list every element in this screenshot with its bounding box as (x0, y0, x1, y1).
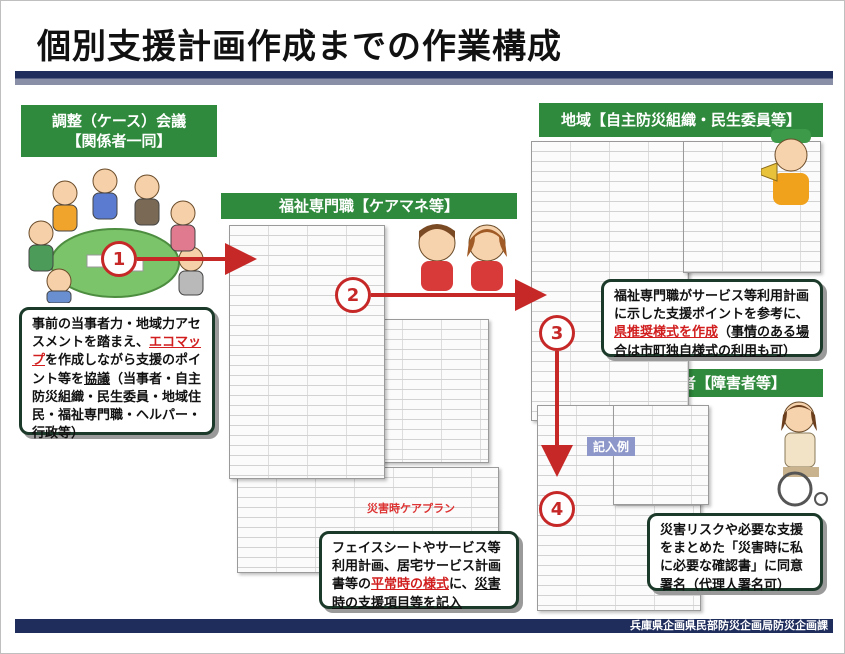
meeting-callout-text: 事前の当事者力・地域力アセスメントを踏まえ、 (32, 317, 201, 351)
meeting-illustration (28, 168, 204, 303)
welfare-callout-text: フェイスシートやサービス等利用計画、居宅サービス計画書等の (332, 541, 502, 593)
region-header: 地域【自主防災組織・民生委員等】 (539, 103, 823, 137)
meeting-header-line2: 【関係者一同】 (66, 132, 172, 150)
region-callout: 福祉専門職がサービス等利用計画に示した支援ポイントを参考に、県推奨様式を作成（事… (601, 279, 823, 359)
step-1-circle: 1 (101, 241, 137, 277)
footer: 兵庫県企画県民部防災企画局防災企画課 (1, 619, 845, 654)
meeting-callout-text-3: （当事者・自主防災組織・民生委員・地域住民・福祉専門職・ヘルパー・行政等） (32, 371, 202, 442)
welfare-header: 福祉専門職【ケアマネ等】 (221, 193, 517, 219)
region-callout-paren-open: （ (718, 325, 732, 341)
wheelchair-user-illustration (777, 401, 828, 507)
disaster-items-underline: 災害時の支援項目等を記入 (332, 577, 501, 611)
care-staff-illustration (418, 224, 507, 291)
prefecture-form-highlight: 県推奨様式を作成 (614, 325, 719, 341)
face-sheet-document (229, 225, 385, 479)
meeting-header: 調整（ケース）会議 【関係者一同】 (21, 105, 217, 157)
welfare-callout: フェイスシートやサービス等利用計画、居宅サービス計画書等の平常時の様式に、災害時… (319, 531, 519, 611)
meeting-callout: 事前の当事者力・地域力アセスメントを踏まえ、エコマップを作成しながら支援のポイン… (19, 307, 215, 441)
footer-bar (15, 619, 833, 633)
step-3-circle: 3 (539, 315, 575, 351)
consent-callout: 災害リスクや必要な支援をまとめた「災害時に私に必要な確認書」に同意署名（代理人署… (647, 513, 823, 593)
sample-stamp: 記入例 (587, 437, 636, 456)
discussion-underline: 協議 (84, 371, 111, 387)
disaster-care-plan-stamp: 災害時ケアプラン (367, 502, 455, 515)
page-title: 個別支援計画作成までの作業構成 (37, 27, 562, 67)
title-underline-bar (15, 71, 833, 85)
ecomap-highlight: エコマップ (32, 335, 202, 369)
normal-form-highlight: 平常時の様式 (371, 577, 450, 593)
region-callout-text: 福祉専門職がサービス等利用計画に示した支援ポイントを参考に、 (614, 289, 810, 323)
welfare-callout-text-2: に、 (449, 577, 475, 593)
step-2-circle: 2 (335, 277, 371, 313)
meeting-header-line1: 調整（ケース）会議 (51, 111, 187, 130)
meeting-callout-text-2: を作成しながら支援のポイント等を (32, 353, 202, 387)
municipal-form-underline: 事情のある場合は市町独自様式の利用も可 (614, 325, 810, 359)
footer-department: 兵庫県企画県民部防災企画局防災企画課 (630, 619, 828, 632)
step-4-circle: 4 (539, 491, 575, 527)
volunteer-illustration (761, 129, 811, 205)
region-callout-paren-close: ） (783, 343, 797, 359)
